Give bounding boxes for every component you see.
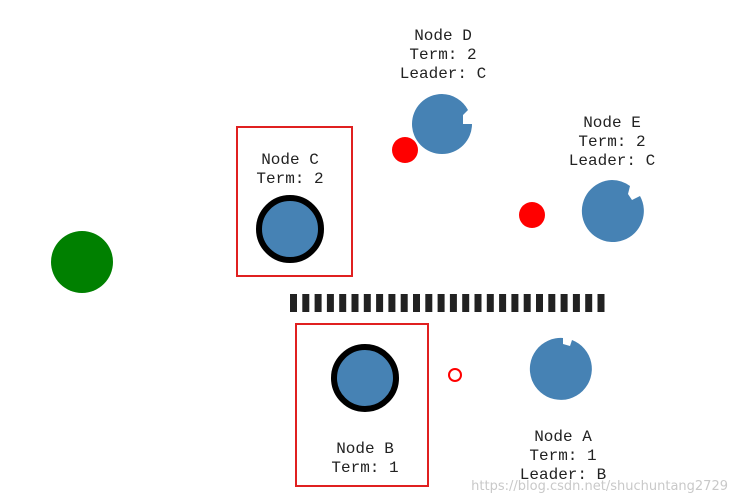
- partition-segment: [437, 294, 445, 312]
- node-d-name: Node D: [414, 27, 472, 45]
- partition-segment: [449, 294, 457, 312]
- partition-segment: [376, 294, 384, 312]
- partition-segment: [290, 294, 297, 312]
- partition-segment: [351, 294, 359, 312]
- partition-segment: [314, 294, 322, 312]
- node-b-name: Node B: [336, 440, 394, 458]
- node-b-circle: [331, 344, 399, 412]
- partition-segment: [486, 294, 494, 312]
- partition-segment: [585, 294, 593, 312]
- node-d-term: Term: 2: [409, 46, 476, 64]
- node-b-highlight-box: [295, 323, 429, 487]
- partition-segment: [511, 294, 519, 312]
- partition-segment: [363, 294, 371, 312]
- node-e-leader: Leader: C: [569, 152, 655, 170]
- node-a-leader: Leader: B: [520, 466, 606, 484]
- partition-segment: [536, 294, 543, 312]
- node-e-term: Term: 2: [578, 133, 645, 151]
- client-node: [51, 231, 113, 293]
- partition-segment: [400, 294, 408, 312]
- partition-segment: [339, 294, 347, 312]
- partition-segment: [462, 294, 470, 312]
- node-c-circle: [256, 195, 324, 263]
- node-d-leader: Leader: C: [400, 65, 486, 83]
- message-to-node-e: [519, 202, 545, 228]
- partition-segment: [413, 294, 420, 312]
- node-d-circle: [412, 94, 472, 154]
- node-a-circle: [529, 337, 592, 400]
- partition-segment: [302, 294, 310, 312]
- partition-segment: [560, 294, 568, 312]
- partition-segment: [425, 294, 433, 312]
- node-c-name: Node C: [261, 151, 319, 169]
- node-b-term: Term: 1: [331, 459, 398, 477]
- partition-segment: [326, 294, 334, 312]
- partition-segment: [388, 294, 396, 312]
- partition-segment: [523, 294, 531, 312]
- partition-segment: [572, 294, 580, 312]
- node-e-circle: [581, 180, 644, 242]
- network-partition: [290, 294, 605, 312]
- partition-segment: [597, 294, 605, 312]
- node-c-highlight-box: [236, 126, 353, 277]
- watermark: https://blog.csdn.net/shuchuntang2729: [471, 479, 728, 494]
- node-a-name: Node A: [534, 428, 592, 446]
- partition-segment: [499, 294, 507, 312]
- partition-segment: [474, 294, 482, 312]
- node-e-name: Node E: [583, 114, 641, 132]
- node-c-term: Term: 2: [256, 170, 323, 188]
- node-a-term: Term: 1: [529, 447, 596, 465]
- message-to-node-a: [448, 368, 462, 382]
- message-to-node-d: [392, 137, 418, 163]
- partition-segment: [548, 294, 556, 312]
